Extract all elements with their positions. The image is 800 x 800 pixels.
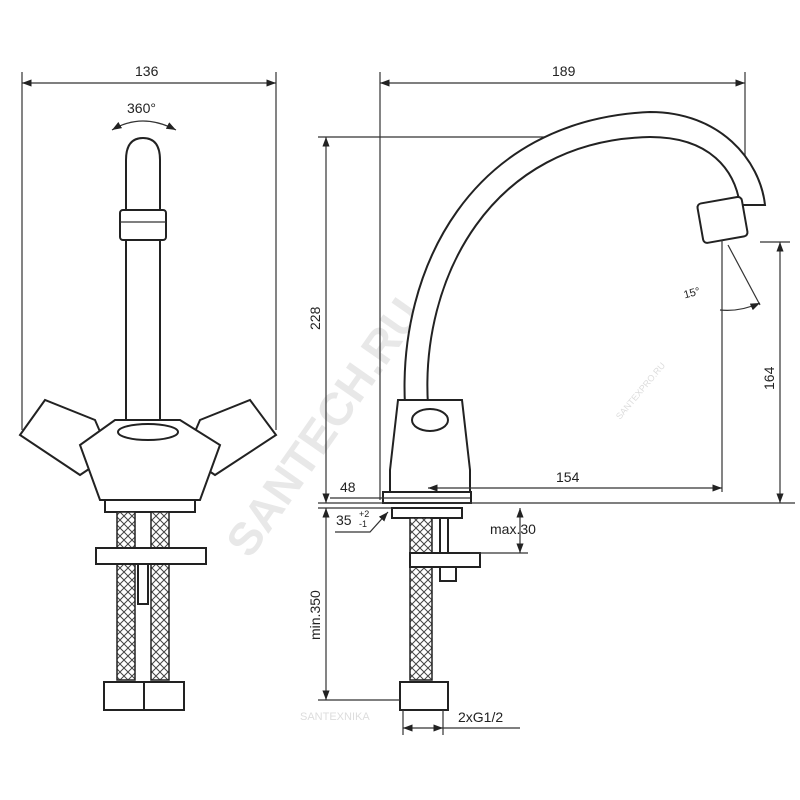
hole-tol-lower: -1 xyxy=(359,519,367,529)
max-thickness-dim-label: max.30 xyxy=(490,521,536,537)
watermark-small: SANTEXPRO.RU xyxy=(614,360,667,421)
width-dim-label: 136 xyxy=(135,63,159,79)
hole-dim-label: 35 xyxy=(336,512,352,528)
side-view: 189 228 15° 164 154 48 35 +2 -1 xyxy=(307,63,795,735)
angle-dim-label: 15° xyxy=(682,285,701,301)
hose-length-dim-label: min.350 xyxy=(307,590,323,640)
watermark-bottom: SANTEXNIKA xyxy=(300,711,370,723)
hole-tol-upper: +2 xyxy=(359,509,369,519)
reach-dim-label: 189 xyxy=(552,63,576,79)
front-view: 136 360° xyxy=(18,63,278,711)
outlet-height-dim-label: 164 xyxy=(761,366,777,390)
connection-dim-label: 2xG1/2 xyxy=(458,709,503,725)
height-dim-label: 228 xyxy=(307,306,323,330)
rotation-label: 360° xyxy=(127,100,156,116)
base-dim-label: 48 xyxy=(340,479,356,495)
spout-reach-dim-label: 154 xyxy=(556,469,580,485)
rotation-arrow-icon xyxy=(111,120,177,131)
